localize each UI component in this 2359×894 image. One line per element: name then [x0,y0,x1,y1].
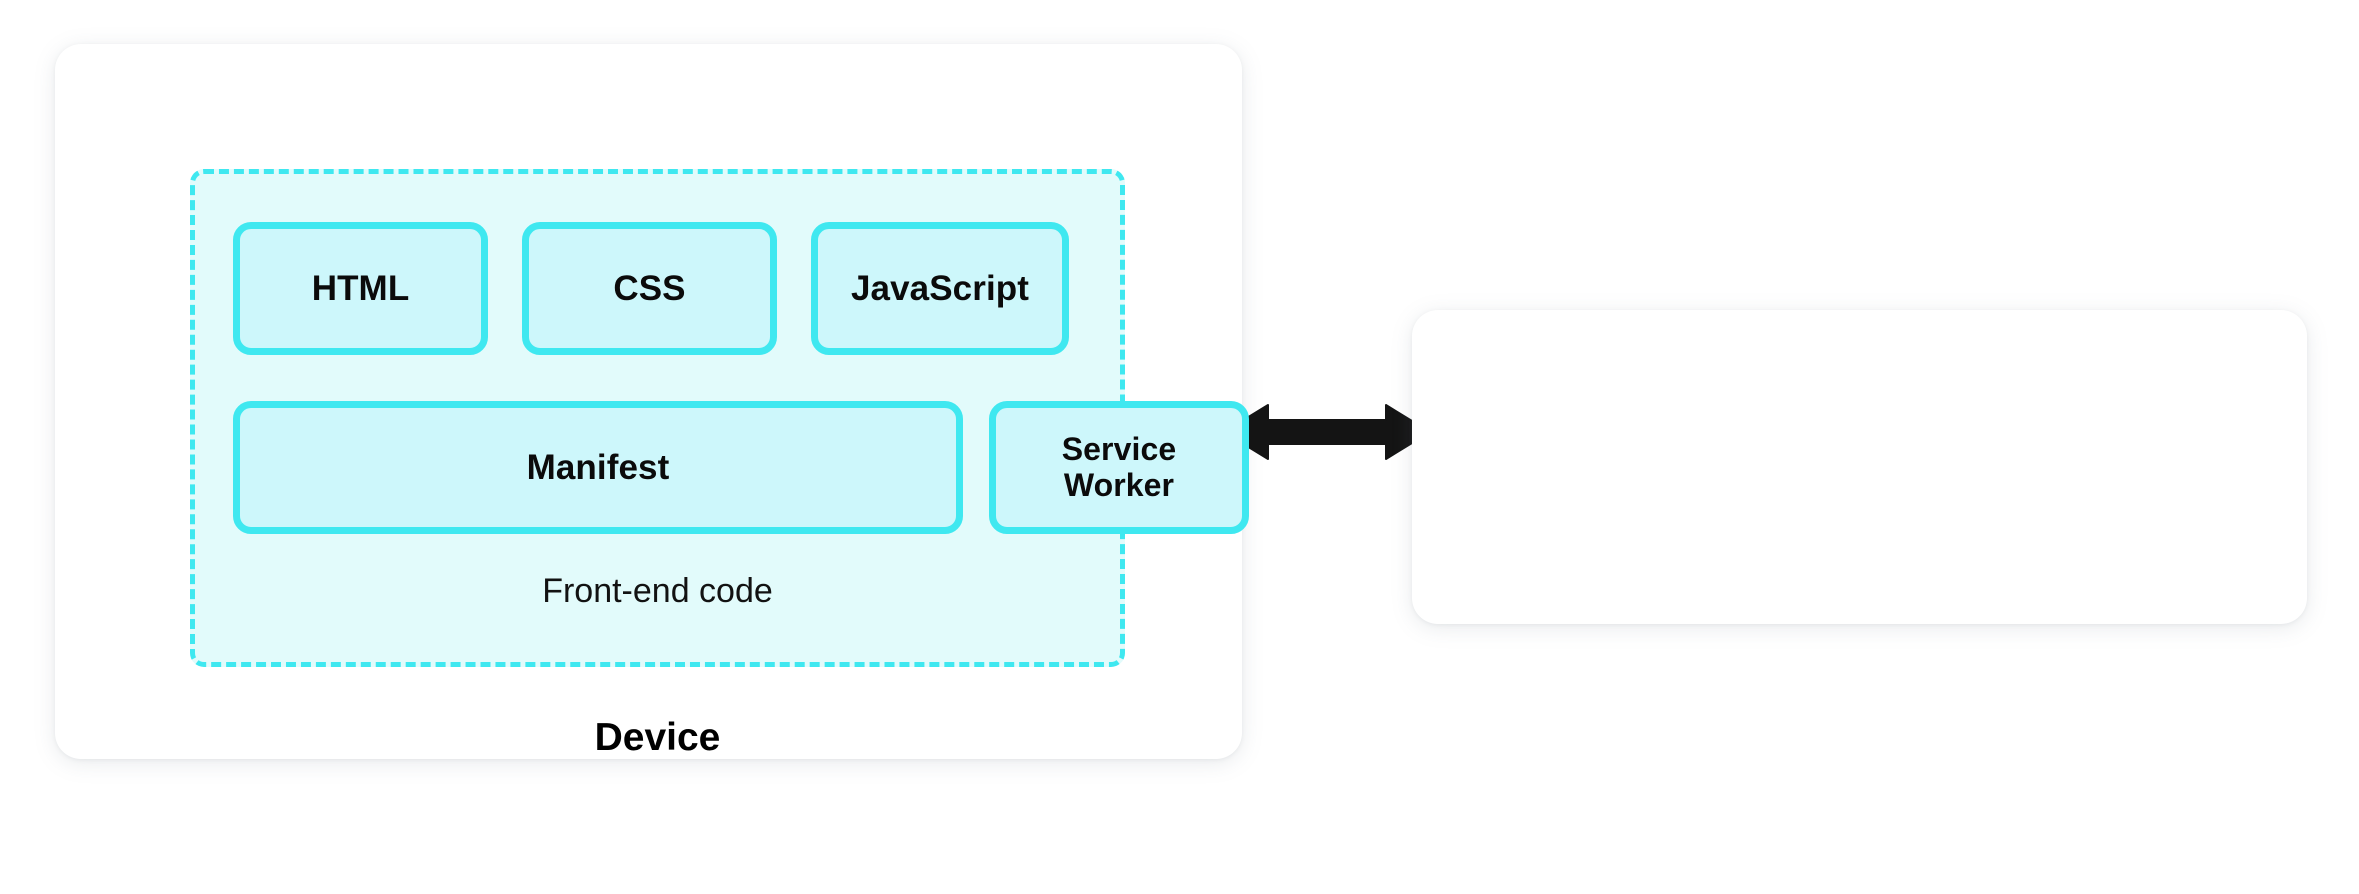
tech-box-service-worker-label: Service Worker [1061,430,1177,504]
tech-box-html[interactable]: HTML [233,222,488,355]
bidirectional-arrow-icon [1223,404,1431,460]
frontend-code-caption: Front-end code [542,572,773,610]
tech-box-css[interactable]: CSS [522,222,777,355]
device-card: HTML CSS JavaScript Manifest Service Wor… [55,44,1249,759]
tech-box-manifest-label: Manifest [526,447,670,487]
diagram-canvas: HTML CSS JavaScript Manifest Service Wor… [55,44,2307,759]
tech-box-service-worker[interactable]: Service Worker [989,401,1249,534]
tech-box-html-label: HTML [311,268,410,308]
service-worker-label-line2: Worker [1063,466,1175,503]
web-server-card: Back-end code Web server [1412,310,2307,624]
tech-box-javascript-label: JavaScript [850,268,1030,308]
tech-box-manifest[interactable]: Manifest [233,401,963,534]
device-caption: Device [594,716,721,759]
tech-box-javascript[interactable]: JavaScript [811,222,1069,355]
service-worker-label-line1: Service [1061,430,1177,467]
tech-box-css-label: CSS [613,268,686,308]
